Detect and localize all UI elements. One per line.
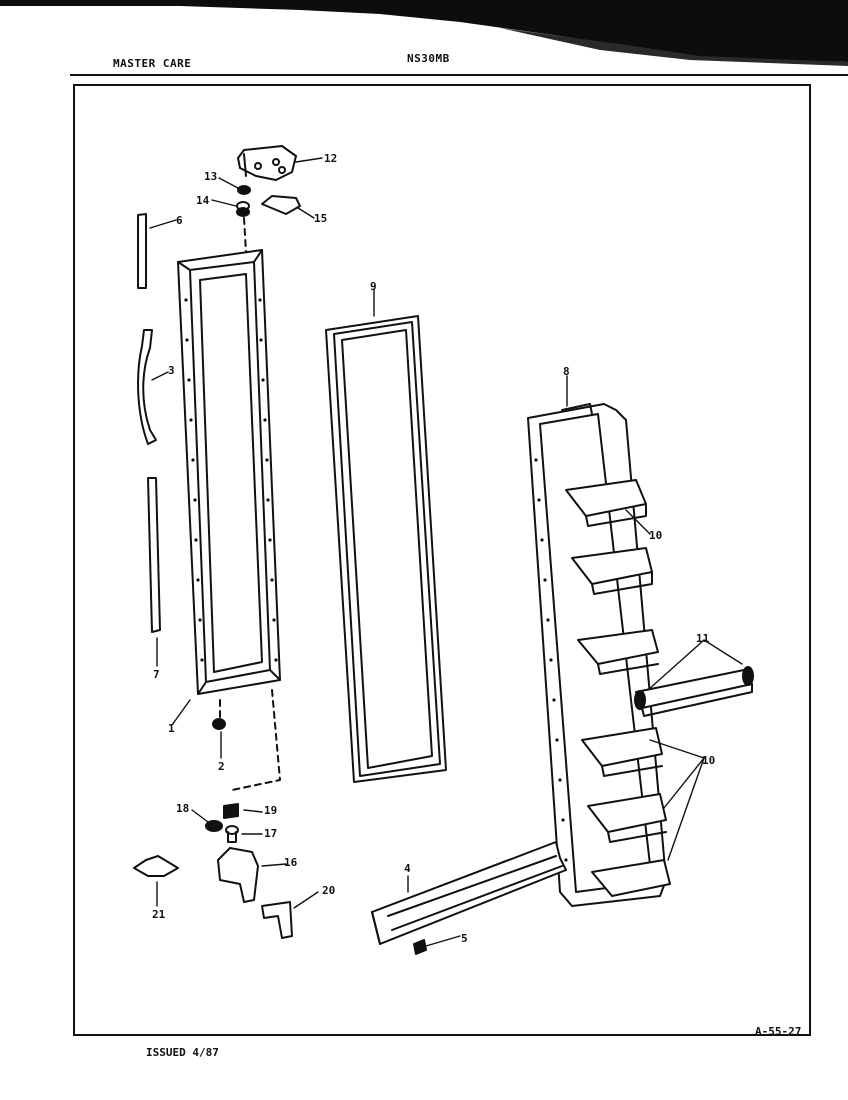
header-rule — [70, 74, 848, 76]
callout-21: 21 — [152, 908, 166, 921]
callout-8: 8 — [563, 365, 570, 378]
part-21-bracket — [133, 855, 179, 877]
page-code: A-55-27 — [755, 1025, 802, 1038]
part-2-bushing — [212, 718, 226, 730]
part-13-washer — [237, 185, 251, 195]
door-frame-holes — [184, 298, 278, 662]
part-17-hinge-pin — [225, 825, 239, 843]
part-12-top-hinge — [237, 145, 297, 181]
part-6-trim-strip — [137, 213, 147, 289]
callout-9: 9 — [370, 280, 377, 293]
callout-20: 20 — [322, 884, 335, 897]
part-1-door-frame — [177, 249, 281, 695]
part-18-washer — [205, 820, 223, 832]
part-14-bushing — [236, 201, 250, 217]
callout-leaders — [149, 157, 743, 947]
diagram-frame — [73, 84, 811, 1036]
callout-17: 17 — [264, 827, 277, 840]
callout-3: 3 — [168, 364, 175, 377]
callout-13: 13 — [204, 170, 217, 183]
callout-18: 18 — [176, 802, 189, 815]
callout-1: 1 — [168, 722, 175, 735]
callout-12: 12 — [324, 152, 337, 165]
callout-5: 5 — [461, 932, 468, 945]
callout-11: 11 — [696, 632, 710, 645]
issued-date: ISSUED 4/87 — [146, 1046, 219, 1059]
callout-10-lower: 10 — [702, 754, 715, 767]
part-10-door-shelves — [565, 479, 671, 897]
part-20-hinge-plate — [261, 901, 293, 939]
part-11-shelf-retainer — [634, 666, 754, 717]
part-5-screw — [413, 939, 427, 955]
hinge-axis-lines — [219, 217, 281, 791]
callout-4: 4 — [404, 862, 411, 875]
part-9-door-gasket — [325, 315, 447, 783]
callout-15: 15 — [314, 212, 327, 225]
part-15-shim — [261, 195, 301, 215]
callout-2: 2 — [218, 760, 225, 773]
part-16-bottom-hinge — [217, 847, 259, 903]
callout-10-upper: 10 — [649, 529, 662, 542]
door-liner-holes — [534, 458, 568, 862]
callout-16: 16 — [284, 856, 298, 869]
model-number: NS30MB — [407, 52, 450, 65]
callout-14: 14 — [196, 194, 210, 207]
part-19-cam-spring — [223, 803, 239, 819]
callout-7: 7 — [153, 668, 160, 681]
part-7-trim-strip — [147, 477, 161, 633]
callout-labels: 1 2 3 4 5 6 7 8 9 10 10 10 11 12 13 14 1… — [152, 152, 715, 945]
brand-label: MASTER CARE — [113, 57, 192, 70]
scan-edge-band — [0, 0, 848, 66]
part-3-door-handle — [137, 329, 157, 445]
callout-6: 6 — [176, 214, 183, 227]
callout-19: 19 — [264, 804, 277, 817]
part-4-bottom-rail — [371, 841, 567, 945]
